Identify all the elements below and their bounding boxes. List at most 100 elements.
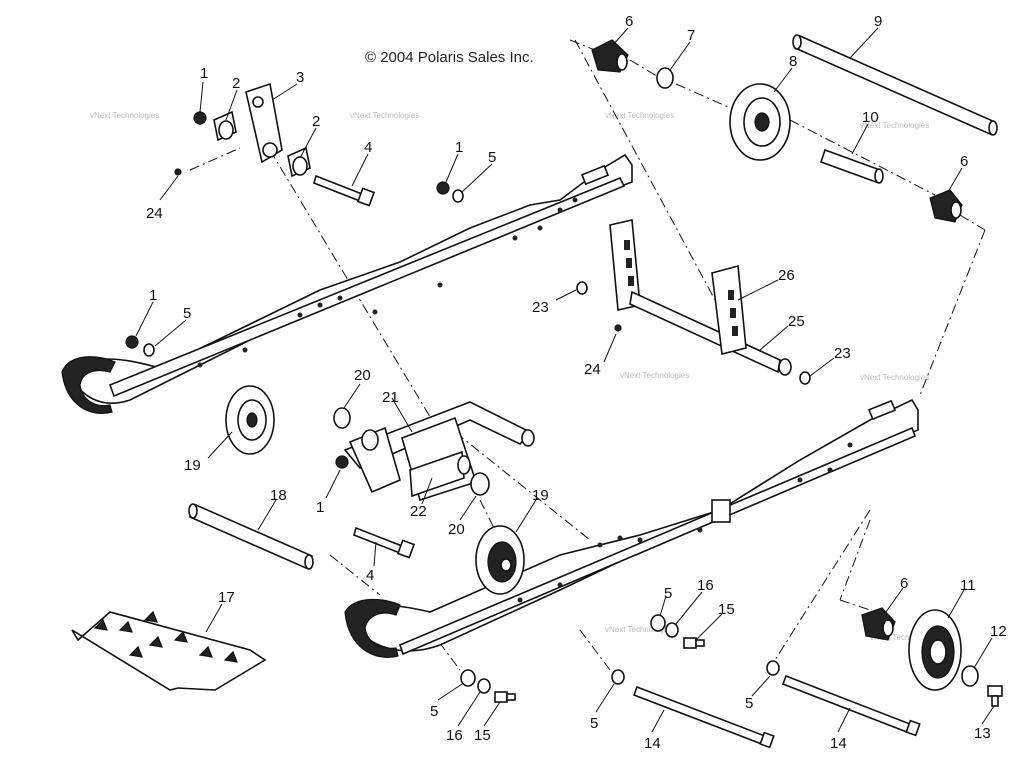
link-plate [245,82,283,164]
callout-4: 4 [364,139,372,156]
callout-5: 5 [745,695,753,712]
washer [961,665,979,687]
washer [576,281,588,295]
callout-14: 14 [644,735,661,752]
callout-21: 21 [382,389,399,406]
bushing [287,146,311,178]
callout-19: 19 [532,487,549,504]
callout-9: 9 [874,13,882,30]
callout-1: 1 [455,139,463,156]
callout-15: 15 [474,727,491,744]
callout-25: 25 [788,313,805,330]
washer [333,407,351,429]
watermark: vNext Technologies [620,371,689,380]
shaft [632,685,775,749]
callout-4: 4 [366,567,374,584]
callout-7: 7 [687,27,695,44]
watermark: vNext Technologies [860,121,929,130]
callout-2: 2 [312,113,320,130]
idler-wheel [225,385,275,455]
washer [470,472,490,496]
bolt [683,637,705,649]
front-arm [343,401,535,502]
shaft [188,503,314,570]
callout-1: 1 [316,499,324,516]
callout-16: 16 [697,577,714,594]
bushing [213,110,237,142]
nut [193,111,207,125]
idler-wheel [475,525,525,595]
washer [452,189,464,203]
copyright-text: © 2004 Polaris Sales Inc. [365,49,534,66]
idler-wheel [908,609,962,691]
washer [766,660,780,676]
washer [656,67,674,89]
callout-15: 15 [718,601,735,618]
callout-23: 23 [532,299,549,316]
bushing-cap [591,39,629,73]
callout-23: 23 [834,345,851,362]
washer [477,678,491,694]
washer [799,371,811,385]
callout-8: 8 [789,53,797,70]
shaft [781,674,921,737]
watermark: vNext Technologies [860,373,929,382]
watermark: vNext Technologies [870,633,939,642]
spacer [819,148,884,184]
callout-3: 3 [296,69,304,86]
bushing-cap [929,189,963,223]
callout-5: 5 [430,703,438,720]
bushing-cap [861,607,896,641]
grease-fitting [614,324,622,332]
washer [460,669,476,687]
slide-plate [71,610,267,691]
callout-22: 22 [410,503,427,520]
callout-5: 5 [183,305,191,322]
callout-6: 6 [900,575,908,592]
nut [436,181,450,195]
callout-18: 18 [270,487,287,504]
callout-2: 2 [232,75,240,92]
callout-19: 19 [184,457,201,474]
leader-lines [135,27,995,733]
callout-14: 14 [830,735,847,752]
bolt [494,691,516,703]
left-rail [61,153,633,414]
nut [125,335,139,349]
callout-5: 5 [590,715,598,732]
bolt [353,526,416,559]
callouts: 1 2 3 2 4 24 1 5 6 7 8 9 10 6 1 5 23 26 … [146,13,1007,752]
callout-24: 24 [584,361,601,378]
watermark: vNext Technologies [90,111,159,120]
callout-6: 6 [625,13,633,30]
callout-24: 24 [146,205,163,222]
callout-17: 17 [218,589,235,606]
callout-1: 1 [149,287,157,304]
callout-26: 26 [778,267,795,284]
callout-12: 12 [990,623,1007,640]
assembly-lines [189,39,986,671]
washer [665,622,679,638]
rear-axle [792,34,998,136]
crossbar-assembly [609,219,792,376]
callout-16: 16 [446,727,463,744]
bolt [313,174,376,207]
callout-1: 1 [200,65,208,82]
washer [143,343,155,357]
rear-idler-wheel [729,83,791,161]
callout-20: 20 [448,521,465,538]
watermark: vNext Technologies [605,625,674,634]
callout-20: 20 [354,367,371,384]
callout-11: 11 [960,577,976,594]
callout-10: 10 [862,109,879,126]
callout-5: 5 [488,149,496,166]
watermark: vNext Technologies [605,111,674,120]
washer [611,669,625,685]
callout-13: 13 [974,725,991,742]
bolt [987,685,1003,707]
watermark: vNext Technologies [350,111,419,120]
grease-fitting [174,168,182,176]
nut [335,455,349,469]
washer [650,614,666,632]
